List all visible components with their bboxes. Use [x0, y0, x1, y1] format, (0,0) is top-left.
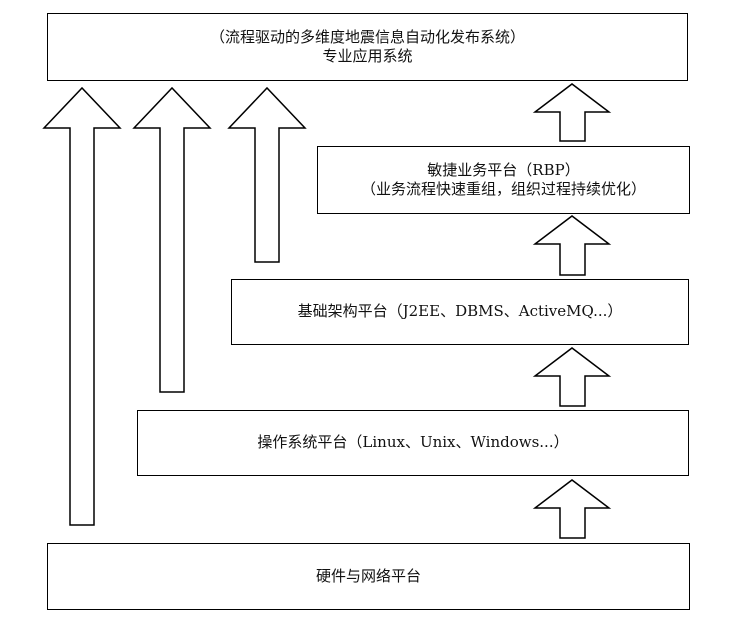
layer-infra-line-1: 基础架构平台（J2EE、DBMS、ActiveMQ...） — [297, 302, 623, 321]
layer-box-infra: 基础架构平台（J2EE、DBMS、ActiveMQ...） — [231, 279, 689, 345]
layer-box-hardware: 硬件与网络平台 — [47, 543, 690, 610]
arrow-os-to-app — [132, 86, 212, 393]
layer-app-line-2: 专业应用系统 — [322, 47, 413, 65]
layer-os-line-1: 操作系统平台（Linux、Unix、Windows...） — [257, 433, 569, 452]
layer-rbp-line-2: （业务流程快速重组，组织过程持续优化） — [360, 180, 646, 198]
arrow-rbp-to-app — [532, 83, 612, 142]
layer-box-os: 操作系统平台（Linux、Unix、Windows...） — [137, 410, 689, 476]
arrow-os-to-infra — [532, 347, 612, 407]
layer-rbp-line-1: 敏捷业务平台（RBP） — [427, 160, 580, 179]
arrow-infra-to-app — [227, 86, 307, 263]
layer-box-app: （流程驱动的多维度地震信息自动化发布系统） 专业应用系统 — [47, 13, 688, 81]
layer-hardware-line-1: 硬件与网络平台 — [315, 566, 421, 585]
arrow-hardware-to-os — [532, 479, 612, 539]
layer-app-line-1: （流程驱动的多维度地震信息自动化发布系统） — [209, 27, 525, 46]
arrow-hardware-to-app — [42, 86, 122, 526]
arrow-infra-to-rbp — [532, 215, 612, 276]
layer-box-rbp: 敏捷业务平台（RBP） （业务流程快速重组，组织过程持续优化） — [317, 146, 690, 214]
